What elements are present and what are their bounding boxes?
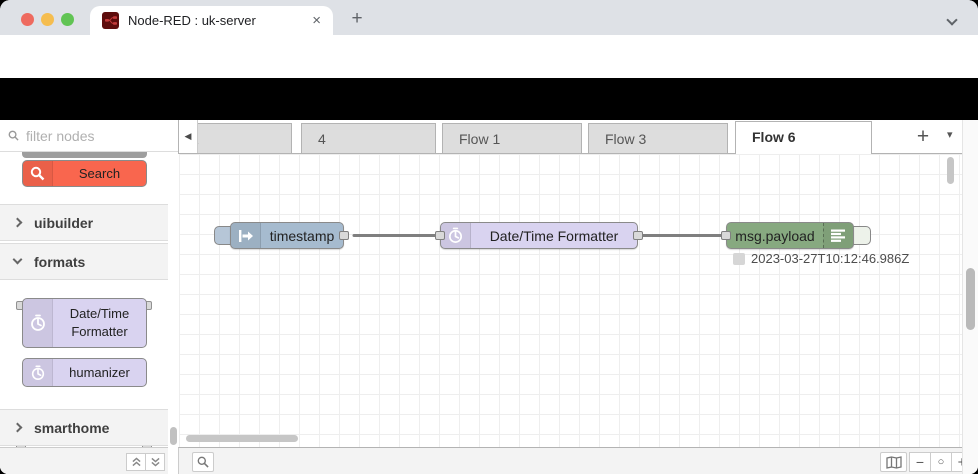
chevron-down-icon bbox=[12, 254, 23, 265]
filter-nodes-input[interactable] bbox=[26, 127, 146, 144]
expand-all-button[interactable] bbox=[145, 453, 165, 471]
palette-filter bbox=[0, 120, 178, 152]
minimize-window-button[interactable] bbox=[41, 13, 54, 26]
palette-node-label: Search bbox=[78, 165, 121, 181]
canvas-hscrollbar-thumb[interactable] bbox=[186, 435, 298, 442]
flow-tab-4[interactable]: 4 bbox=[301, 123, 436, 154]
palette-scrollbar-thumb[interactable] bbox=[169, 427, 177, 445]
maximize-window-button[interactable] bbox=[61, 13, 74, 26]
palette-category-uibuilder[interactable]: uibuilder bbox=[0, 204, 168, 241]
palette-node-datetime-formatter[interactable]: Date/Time Formatter bbox=[22, 298, 147, 348]
flow-tab-2[interactable]: 2 bbox=[187, 123, 292, 154]
debug-list-icon bbox=[823, 223, 853, 248]
timer-icon bbox=[23, 359, 53, 386]
flow-list-caret-icon[interactable]: ▾ bbox=[947, 129, 953, 141]
search-icon bbox=[8, 130, 19, 141]
debug-node-status: 2023-03-27T10:12:46.986Z bbox=[733, 251, 909, 266]
node-label: Date/Time Formatter bbox=[489, 227, 619, 244]
palette-node-humanizer[interactable]: humanizer bbox=[22, 358, 147, 387]
formatter-node-datetime[interactable]: Date/Time Formatter bbox=[440, 222, 638, 249]
flow-tab-flow3[interactable]: Flow 3 bbox=[588, 123, 728, 154]
chevron-right-icon bbox=[12, 217, 23, 228]
canvas-vscrollbar-thumb[interactable] bbox=[947, 157, 954, 184]
palette-node-label: humanizer bbox=[69, 364, 130, 380]
node-input-port[interactable] bbox=[435, 231, 445, 240]
chevron-right-icon bbox=[12, 422, 23, 433]
timer-icon bbox=[23, 299, 53, 347]
palette-scrollbar bbox=[168, 152, 178, 447]
editor-footer: − ○ + bbox=[178, 447, 973, 474]
navigator-map-button[interactable] bbox=[880, 452, 907, 472]
tab-search-chevron-icon[interactable] bbox=[946, 11, 958, 29]
scroll-tabs-left-button[interactable]: ◀ bbox=[179, 120, 198, 153]
node-red-favicon bbox=[102, 12, 119, 29]
node-label: timestamp bbox=[269, 227, 335, 244]
node-red-header: Node-RED Deploy ▾ bbox=[0, 78, 978, 192]
inject-node-timestamp[interactable]: timestamp bbox=[230, 222, 344, 249]
timer-icon bbox=[441, 223, 471, 248]
page-scrollbar bbox=[962, 120, 978, 474]
wires-layer bbox=[352, 234, 723, 237]
status-dot bbox=[733, 252, 745, 265]
page-scrollbar-thumb[interactable] bbox=[966, 268, 975, 330]
tab-close-icon[interactable]: × bbox=[312, 12, 321, 29]
palette-sidebar: Search uibuilder formats Date/Time Forma… bbox=[0, 120, 178, 474]
palette-category-formats[interactable]: formats bbox=[0, 243, 168, 280]
browser-toolbar: ← → ⚠ Not Secure uk-server:2718 /#flow/c… bbox=[0, 35, 978, 107]
inject-icon bbox=[231, 223, 261, 248]
flow-tab-flow6-active[interactable]: Flow 6 bbox=[735, 121, 872, 154]
clipped-node-edge bbox=[22, 152, 147, 158]
collapse-all-button[interactable] bbox=[126, 453, 146, 471]
palette-category-smarthome[interactable]: smarthome bbox=[0, 409, 168, 446]
magnifier-icon bbox=[23, 161, 53, 186]
debug-node-msg-payload[interactable]: msg.payload bbox=[726, 222, 854, 249]
zoom-reset-button[interactable]: ○ bbox=[930, 452, 952, 472]
add-flow-button[interactable]: + bbox=[916, 125, 930, 148]
canvas-search-button[interactable] bbox=[192, 452, 214, 472]
close-window-button[interactable] bbox=[21, 13, 34, 26]
palette-node-label: Date/Time Formatter bbox=[69, 306, 130, 339]
browser-tab-title: Node-RED : uk-server bbox=[128, 13, 256, 28]
palette-footer bbox=[0, 447, 168, 474]
zoom-out-button[interactable]: − bbox=[909, 452, 931, 472]
browser-tab-strip: Node-RED : uk-server × + bbox=[0, 0, 978, 35]
new-tab-button[interactable]: + bbox=[351, 8, 363, 29]
node-input-port[interactable] bbox=[721, 231, 731, 240]
status-text: 2023-03-27T10:12:46.986Z bbox=[751, 251, 910, 266]
node-output-port[interactable] bbox=[339, 231, 349, 240]
node-output-port[interactable] bbox=[633, 231, 643, 240]
flow-canvas[interactable]: timestamp Date/Time Formatter msg.payloa… bbox=[179, 154, 962, 447]
node-label: msg.payload bbox=[735, 227, 815, 244]
flow-tab-bar: ◀ 2 4 Flow 1 Flow 3 Flow 6 + ▾ bbox=[178, 120, 962, 154]
palette-node-search[interactable]: Search bbox=[22, 160, 147, 187]
flow-tab-flow1[interactable]: Flow 1 bbox=[442, 123, 582, 154]
browser-tab[interactable]: Node-RED : uk-server × bbox=[90, 6, 333, 35]
